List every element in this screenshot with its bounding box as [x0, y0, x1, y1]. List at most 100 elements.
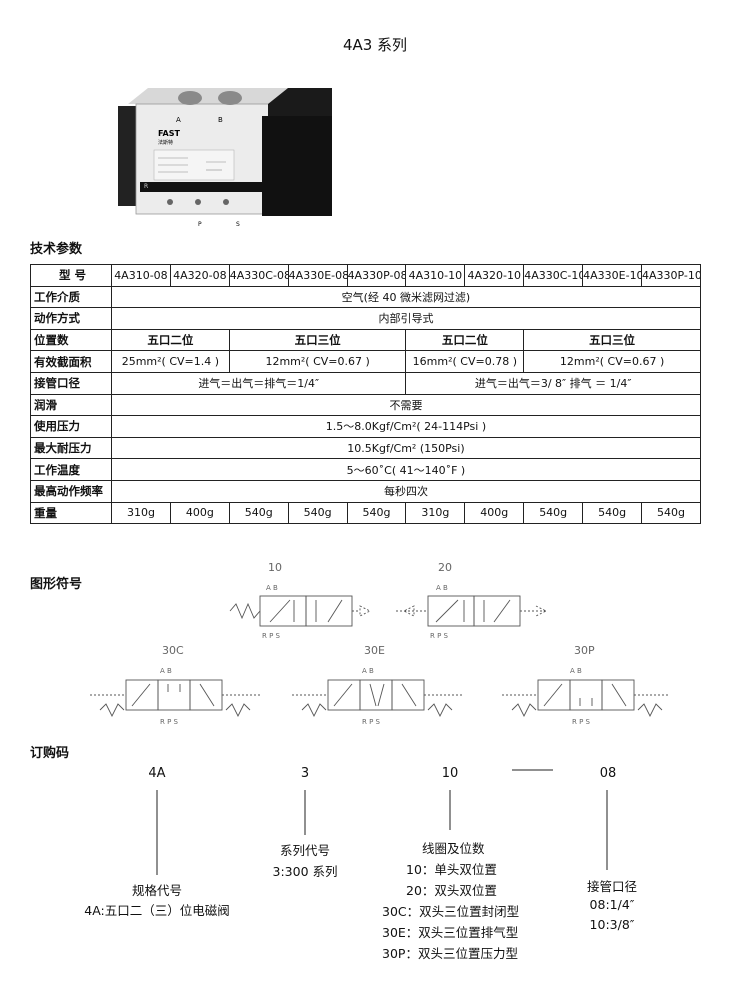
coil-code-item: 30C：双头三位置封闭型 — [382, 904, 520, 919]
weight-label: 重量 — [30, 501, 112, 525]
table-row: 有效截面积 25mm²( CV=1.4 ) 12mm²( CV=0.67 ) 1… — [30, 350, 701, 373]
valve-symbols: 10 A B R P S 20 A B R P S 30C A B R P S — [90, 561, 670, 726]
table-row: 型 号 4A310-08 4A320-08 4A330C-08 4A330E-0… — [30, 264, 701, 287]
model-cell: 4A330E-10 — [582, 264, 643, 287]
model-cell: 4A330E-08 — [287, 264, 348, 287]
page-title: 4A3 系列 — [342, 36, 408, 54]
freq-label: 最高动作频率 — [30, 479, 112, 503]
pressure-label: 使用压力 — [30, 415, 112, 438]
table-row: 接管口径 进气＝出气＝排气＝1/4″ 进气＝出气＝3/ 8″ 排气 ＝ 1/4″ — [30, 371, 701, 395]
position-cell: 五口三位 — [523, 328, 701, 352]
spec-heading: 技术参数 — [30, 242, 83, 257]
lube-value: 不需要 — [111, 393, 701, 417]
table-row: 动作方式 内部引导式 — [30, 307, 701, 330]
area-cell: 12mm²( CV=0.67 ) — [228, 350, 407, 373]
series-code-title: 系列代号 — [279, 843, 330, 858]
symbol-30c: 30C A B R P S — [90, 644, 260, 726]
pressure-value: 1.5～8.0Kgf/Cm²( 24-114Psi ) — [111, 415, 701, 438]
photo-port-r: R — [144, 183, 148, 190]
weight-cell: 540g — [346, 501, 407, 525]
symbol-rps: R P S — [572, 718, 591, 726]
symbols-heading: 图形符号 — [30, 577, 83, 592]
photo-port-p: P — [198, 221, 202, 228]
model-cell: 4A330P-08 — [346, 264, 407, 287]
symbol-ab: A B — [266, 584, 278, 592]
valve-photo: A B FAST 法斯特 R P S — [118, 88, 332, 228]
symbol-rps: R P S — [160, 718, 179, 726]
coil-code-item: 30E：双头三位置排气型 — [382, 925, 519, 940]
table-row: 最高动作频率 每秒四次 — [30, 479, 701, 503]
action-value: 内部引导式 — [111, 307, 701, 330]
weight-cell: 400g — [169, 501, 230, 525]
position-label: 位置数 — [30, 328, 112, 352]
table-row: 使用压力 1.5～8.0Kgf/Cm²( 24-114Psi ) — [30, 415, 701, 438]
coil-code-title: 线圈及位数 — [422, 841, 485, 856]
symbol-20: 20 A B R P S — [396, 561, 548, 640]
area-cell: 12mm²( CV=0.67 ) — [523, 350, 701, 373]
model-cell: 4A320-08 — [169, 264, 230, 287]
table-row: 最大耐压力 10.5Kgf/Cm² (150Psi) — [30, 436, 701, 460]
symbol-label: 20 — [438, 561, 452, 574]
table-row: 润滑 不需要 — [30, 393, 701, 417]
symbol-rps: R P S — [430, 632, 449, 640]
coil-code-item: 20：双头双位置 — [406, 883, 497, 898]
port-cell: 进气＝出气＝3/ 8″ 排气 ＝ 1/4″ — [405, 371, 701, 395]
photo-brand-sub: 法斯特 — [158, 139, 173, 146]
medium-value: 空气(经 40 微米滤网过滤) — [111, 285, 701, 309]
symbol-rps: R P S — [262, 632, 281, 640]
order-code-coil: 10 — [441, 766, 459, 781]
table-row: 重量 310g 400g 540g 540g 540g 310g 400g 54… — [30, 501, 701, 525]
port-cell: 进气＝出气＝排气＝1/4″ — [110, 371, 407, 395]
spec-code-desc: 4A:五口二（三）位电磁阀 — [84, 903, 230, 918]
symbol-rps: R P S — [362, 718, 381, 726]
position-cell: 五口二位 — [111, 328, 230, 352]
port-code-item: 08:1/4″ — [589, 897, 635, 912]
order-code-spec: 4A — [148, 766, 166, 781]
weight-cell: 310g — [111, 501, 171, 525]
order-heading: 订购码 — [30, 746, 70, 761]
maxp-value: 10.5Kgf/Cm² (150Psi) — [111, 436, 701, 460]
spec-table: 型 号 4A310-08 4A320-08 4A330C-08 4A330E-0… — [30, 264, 701, 525]
area-cell: 25mm²( CV=1.4 ) — [111, 350, 230, 373]
model-cell: 4A310-10 — [405, 264, 466, 287]
order-code-series: 3 — [300, 766, 310, 781]
port-code-item: 10:3/8″ — [589, 917, 635, 932]
freq-value: 每秒四次 — [111, 479, 701, 503]
model-cell: 4A320-10 — [464, 264, 525, 287]
symbol-label: 30C — [162, 644, 184, 657]
photo-port-a: A — [176, 116, 181, 124]
weight-cell: 540g — [287, 501, 348, 525]
port-label: 接管口径 — [30, 371, 112, 395]
position-cell: 五口三位 — [228, 328, 407, 352]
symbol-ab: A B — [160, 667, 172, 675]
symbol-ab: A B — [570, 667, 582, 675]
symbol-ab: A B — [436, 584, 448, 592]
model-cell: 4A330P-10 — [641, 264, 701, 287]
symbol-label: 30P — [574, 644, 595, 657]
position-cell: 五口二位 — [405, 328, 525, 352]
model-cell: 4A330C-08 — [228, 264, 289, 287]
coil-code-item: 10：单头双位置 — [406, 862, 497, 877]
weight-cell: 540g — [582, 501, 643, 525]
action-label: 动作方式 — [30, 307, 112, 330]
temp-label: 工作温度 — [30, 458, 112, 481]
area-cell: 16mm²( CV=0.78 ) — [405, 350, 525, 373]
photo-brand: FAST — [158, 129, 181, 138]
series-code-desc: 3:300 系列 — [272, 864, 338, 879]
model-label: 型 号 — [30, 264, 112, 287]
symbol-10: 10 A B R P S — [229, 561, 372, 640]
photo-port-s: S — [236, 221, 240, 228]
lube-label: 润滑 — [30, 393, 112, 417]
symbol-label: 30E — [364, 644, 385, 657]
weight-cell: 540g — [228, 501, 289, 525]
order-code-port: 08 — [599, 766, 617, 781]
port-code-title: 接管口径 — [586, 879, 637, 894]
spec-code-title: 规格代号 — [131, 883, 182, 898]
weight-cell: 540g — [641, 501, 701, 525]
weight-cell: 310g — [405, 501, 466, 525]
symbol-ab: A B — [362, 667, 374, 675]
symbol-30e: 30E A B R P S — [292, 644, 462, 726]
area-label: 有效截面积 — [30, 350, 112, 373]
coil-code-item: 30P：双头三位置压力型 — [382, 946, 518, 961]
weight-cell: 400g — [464, 501, 525, 525]
